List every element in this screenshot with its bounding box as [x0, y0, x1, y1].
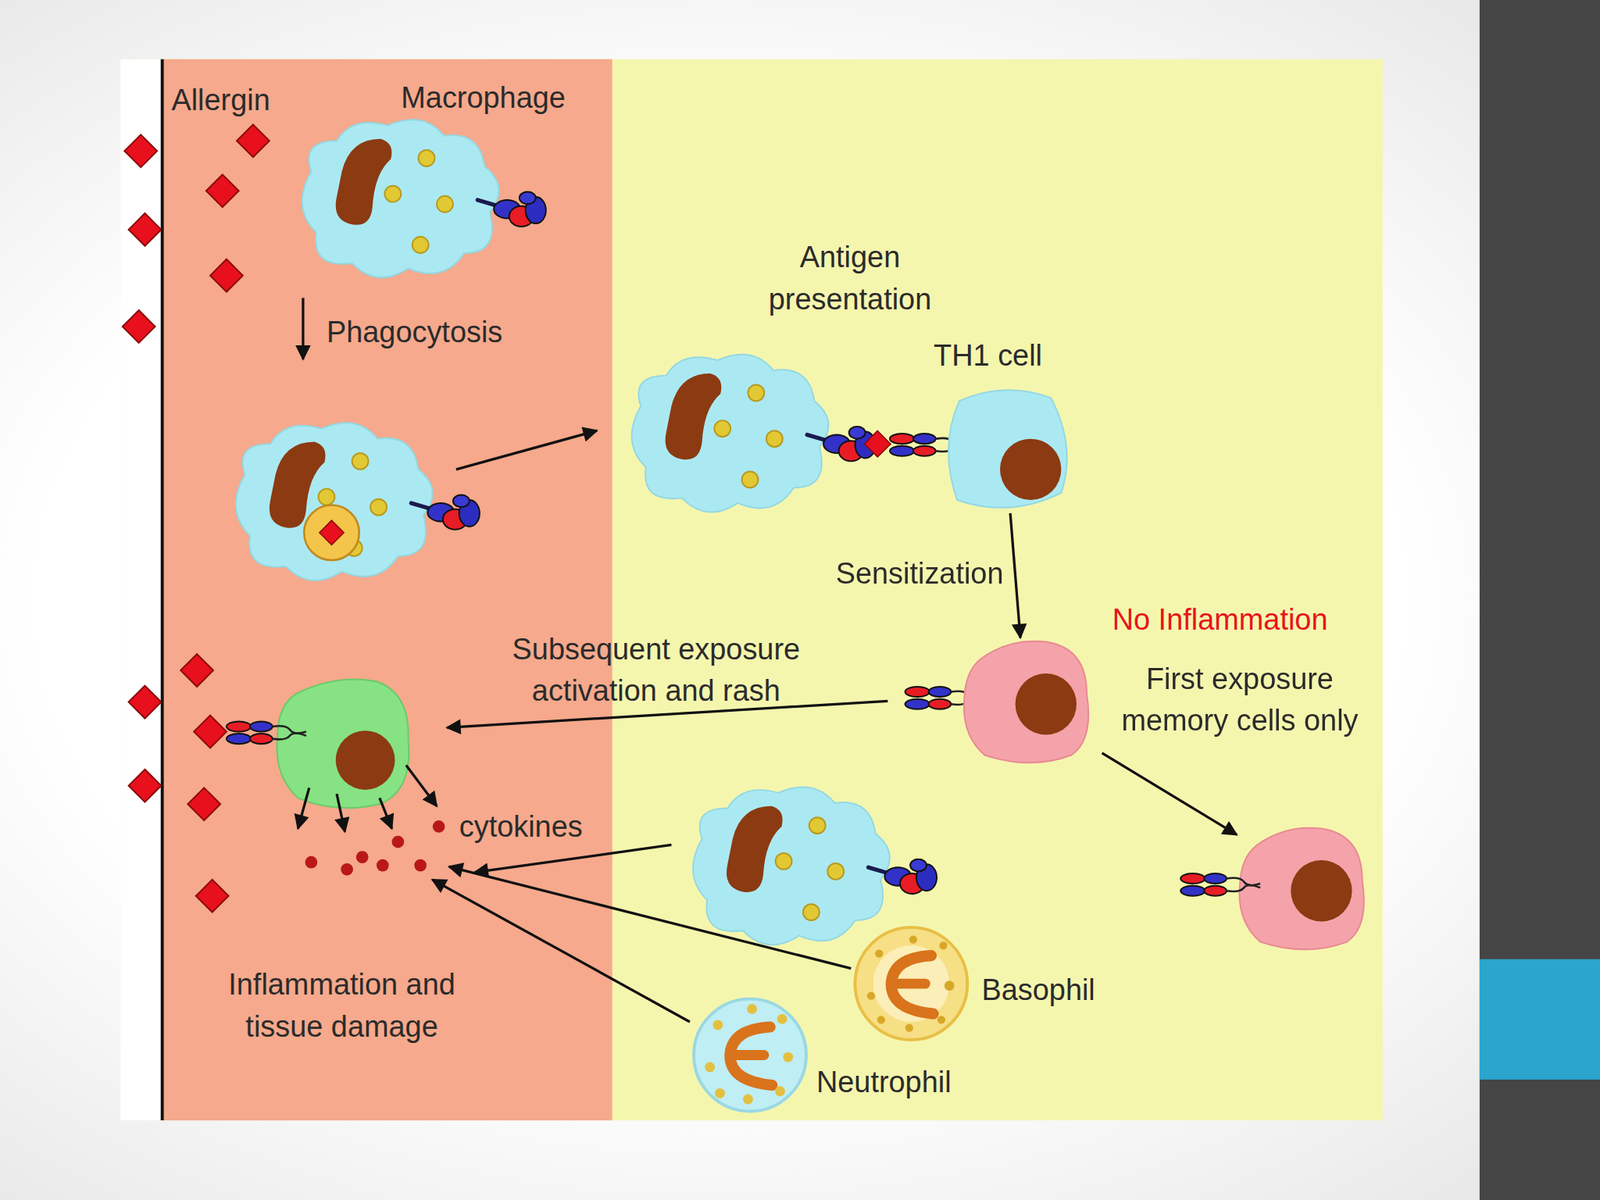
allergen-diamond: [128, 213, 162, 247]
cell-drawing: [948, 389, 1068, 508]
cell-shape: [300, 816, 449, 880]
cell-label: Basophil: [981, 969, 1095, 1012]
cell-drawing: [305, 820, 446, 876]
cell-label: TH1 cell: [933, 334, 1043, 377]
allergen-diamond: [124, 134, 158, 168]
cytokine-cluster: cytokines: [300, 816, 449, 880]
t-helper-cell: TH1 cell: [939, 385, 1072, 514]
activated-t-cell: [277, 679, 410, 809]
cell-nucleus: [335, 730, 396, 790]
tissue-region: [120, 59, 1383, 1121]
cell-label: First exposure memory cells only: [1092, 657, 1389, 742]
cell-drawing: [854, 927, 968, 1040]
skin-region: [163, 59, 613, 1121]
flow-arrow: [456, 430, 597, 470]
cell-label: No Inflammation: [1112, 599, 1329, 642]
allergen-diamond: [122, 310, 156, 343]
allergen-diamond: [196, 879, 229, 913]
flow-arrow: [1102, 753, 1237, 835]
allergen-diamond: [206, 174, 240, 208]
arrow-label: Phagocytosis: [326, 310, 503, 354]
cell-shape: [850, 923, 972, 1044]
allergen-diamond: [193, 715, 227, 749]
memory-t-cell: No InflammationFirst exposure memory cel…: [959, 637, 1093, 765]
flow-arrow: [1010, 513, 1021, 638]
cell-drawing: [964, 641, 1089, 764]
cell-shape: [959, 637, 1093, 765]
region-label: Inflammation and tissue damage: [189, 964, 496, 1048]
presenting-macrophage: [632, 354, 876, 513]
side-bar: [1479, 0, 1600, 1200]
t-cell-receptor: [226, 721, 307, 744]
cell-label: cytokines: [459, 806, 583, 849]
allergen-diamond: [210, 259, 243, 293]
basophil-cell: Basophil: [850, 923, 972, 1044]
phagocytosing-macrophage: [235, 422, 480, 581]
surface-strip: [120, 59, 164, 1121]
release-arrow: [336, 793, 345, 832]
cell-shape: [939, 385, 1072, 514]
allergen-diamond: [180, 653, 214, 687]
allergen-diamond: [236, 124, 270, 158]
cell-drawing: [302, 119, 547, 278]
flow-arrow: [432, 879, 690, 1022]
allergen-diamond: [128, 769, 162, 803]
release-arrow: [297, 787, 309, 829]
skin-surface: [160, 59, 165, 1121]
cell-label: Neutrophil: [816, 1060, 952, 1104]
allergen-diamond: [319, 520, 344, 545]
phagosome: [303, 505, 360, 561]
allergen-diamond: [128, 685, 162, 719]
arrow-label: Sensitization: [835, 553, 1004, 596]
macrophage-cell: Macrophage: [290, 110, 557, 294]
presented-antigen: [864, 430, 891, 457]
accent-block: [1479, 959, 1600, 1080]
macrophage-cell: [692, 787, 937, 946]
cell-shape: [290, 110, 557, 294]
allergen-diamond: [187, 787, 221, 821]
arrow-label: Subsequent exposure activation and rash: [477, 628, 835, 713]
region-label: Allergin: [171, 79, 270, 122]
cell-label: Macrophage: [400, 77, 566, 120]
t-cell-receptor: [1180, 873, 1261, 897]
memory-t-cell: [1239, 828, 1364, 950]
release-arrow: [406, 765, 437, 807]
release-arrow: [474, 844, 672, 872]
flow-arrow: [301, 297, 304, 359]
release-arrow: [379, 797, 393, 829]
cell-drawing: [693, 999, 807, 1112]
neutrophil-cell: Neutrophil: [689, 994, 811, 1115]
cell-shape: [689, 994, 811, 1115]
arrow-label: Antigen presentation: [737, 236, 962, 321]
flow-arrow: [449, 866, 852, 968]
